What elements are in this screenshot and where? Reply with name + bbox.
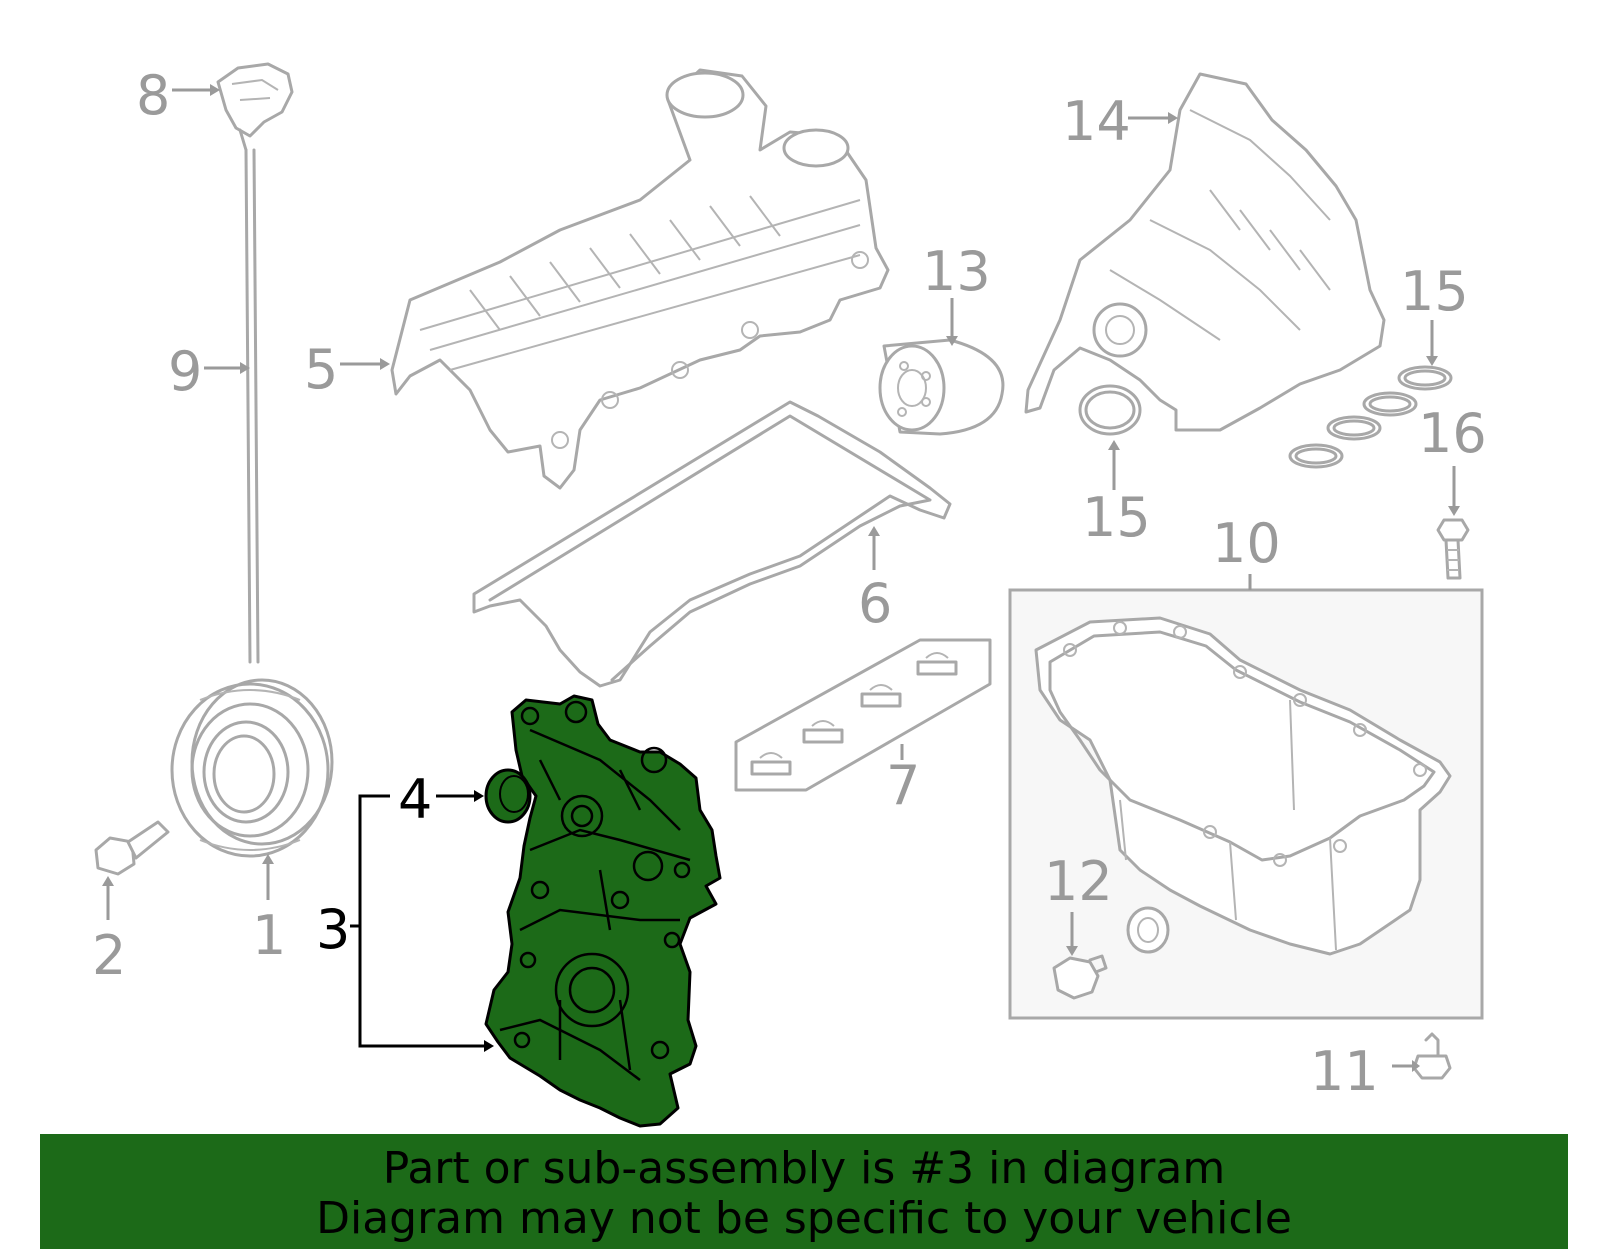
callout-15-bottom: 15 [1082,486,1151,549]
intake-manifold-part[interactable] [1024,72,1386,432]
bolt-11-part[interactable] [1412,1032,1452,1080]
callout-1: 1 [252,904,286,967]
drain-plug-part[interactable] [1052,906,1170,1000]
dipstick-handle-part[interactable] [216,62,294,152]
intake-seals-part[interactable] [1078,365,1453,469]
leader-lines [102,84,1460,1072]
info-banner: Part or sub-assembly is #3 in diagram Di… [40,1134,1568,1249]
front-crank-seal-part[interactable] [484,768,532,824]
valve-cover-part[interactable] [390,68,890,490]
callout-6: 6 [858,572,892,635]
valve-cover-gasket-part[interactable] [472,400,952,688]
callout-11: 11 [1310,1040,1379,1103]
callout-2: 2 [92,924,126,987]
oil-pan-part[interactable] [1034,616,1452,956]
dipstick-rod-part[interactable] [244,148,260,664]
banner-line-2: Diagram may not be specific to your vehi… [316,1193,1292,1244]
callout-5: 5 [304,338,338,401]
crankshaft-pulley-part[interactable] [170,678,334,858]
callout-12: 12 [1044,850,1113,913]
timing-cover-part[interactable] [484,694,722,1128]
callout-14: 14 [1062,90,1131,153]
oil-filter-part[interactable] [878,338,1005,436]
intake-gasket-part[interactable] [734,638,992,792]
bolt-16-part[interactable] [1436,518,1470,580]
callout-15-top: 15 [1400,260,1469,323]
callout-13: 13 [922,240,991,303]
callout-7: 7 [886,754,920,817]
callout-10: 10 [1212,512,1281,575]
callout-3: 3 [316,898,350,961]
callout-9: 9 [168,340,202,403]
callout-8: 8 [136,64,170,127]
callout-4: 4 [398,768,432,831]
callout-16: 16 [1418,402,1487,465]
banner-line-1: Part or sub-assembly is #3 in diagram [382,1143,1226,1194]
crankshaft-sensor-part[interactable] [94,820,170,876]
